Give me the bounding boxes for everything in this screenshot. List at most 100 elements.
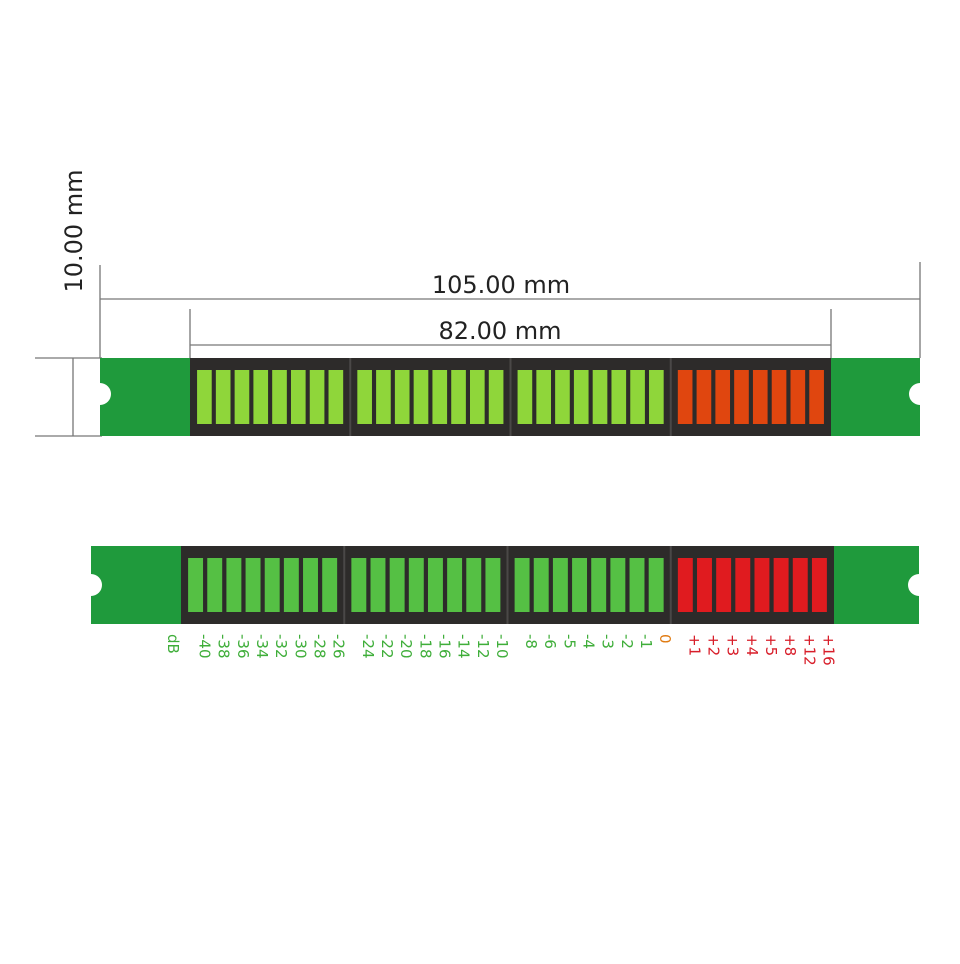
led-segment-green — [376, 370, 391, 424]
led-segment-red — [697, 558, 712, 612]
led-segment-green — [303, 558, 318, 612]
led-segment-green — [572, 558, 588, 612]
led-segment-red — [809, 370, 824, 424]
db-scale-label: -28 — [311, 634, 329, 659]
led-segment-green — [629, 558, 645, 612]
led-segment-green — [536, 370, 551, 424]
led-segment-green — [451, 370, 466, 424]
db-scale-label: -34 — [253, 634, 271, 659]
led-segment-green — [413, 370, 429, 424]
led-segment-red — [716, 558, 732, 612]
db-scale-label: +16 — [819, 634, 837, 666]
db-scale-label: -2 — [618, 634, 636, 649]
db-scale-labels: dB-40-38-36-34-32-30-28-26-24-22-20-18-1… — [164, 634, 837, 666]
db-scale-label: -32 — [272, 634, 290, 659]
db-scale-label: +12 — [800, 634, 818, 666]
db-scale-label: -4 — [580, 634, 598, 649]
led-segment-green — [611, 370, 627, 424]
db-scale-label: +1 — [685, 634, 703, 656]
display-width-dimension-label: 82.00 mm — [438, 317, 561, 345]
led-segment-green — [394, 370, 410, 424]
mounting-notch-left — [91, 574, 102, 596]
mounting-notch-right — [908, 574, 919, 596]
db-scale-label: -12 — [474, 634, 492, 659]
db-scale-label: +4 — [743, 634, 761, 656]
db-scale-label: +5 — [762, 634, 780, 656]
led-segment-red — [715, 370, 731, 424]
led-segment-green — [283, 558, 299, 612]
led-segments-top — [197, 358, 824, 436]
led-segment-green — [215, 370, 231, 424]
led-segment-red — [754, 558, 770, 612]
led-segment-green — [649, 370, 664, 424]
mounting-notch-left — [100, 383, 111, 405]
db-scale-label: -38 — [215, 634, 233, 659]
led-segment-green — [389, 558, 405, 612]
led-segment-green — [357, 370, 372, 424]
db-scale-label: -26 — [330, 634, 348, 659]
db-scale-label: -22 — [378, 634, 396, 659]
led-segment-green — [408, 558, 424, 612]
led-meter-labeled — [91, 546, 919, 624]
led-segment-green — [207, 558, 223, 612]
led-segment-green — [370, 558, 386, 612]
led-segment-red — [771, 370, 787, 424]
led-segment-green — [197, 370, 212, 424]
led-segment-green — [351, 558, 367, 612]
db-scale-label: -5 — [560, 634, 578, 649]
led-segment-green — [234, 370, 250, 424]
led-segment-green — [188, 558, 204, 612]
led-segment-green — [226, 558, 242, 612]
led-segment-green — [427, 558, 443, 612]
led-segment-green — [272, 370, 287, 424]
db-scale-label: +3 — [724, 634, 742, 656]
led-segment-green — [432, 370, 448, 424]
led-segment-green — [555, 370, 570, 424]
db-scale-label: -40 — [196, 634, 214, 659]
dimension-lines — [35, 262, 921, 437]
db-scale-label: -20 — [397, 634, 415, 659]
led-segment-green — [648, 558, 664, 612]
db-scale-label: -16 — [435, 634, 453, 659]
led-segment-green — [485, 558, 501, 612]
led-segment-green — [470, 370, 485, 424]
db-scale-label: -10 — [493, 634, 511, 659]
led-segment-red — [734, 370, 749, 424]
led-segment-green — [253, 370, 269, 424]
led-segment-red — [773, 558, 789, 612]
led-segment-red — [677, 558, 693, 612]
led-segment-green — [533, 558, 549, 612]
db-scale-label: +2 — [704, 634, 722, 656]
db-scale-label: -14 — [455, 634, 473, 659]
db-scale-label: -1 — [637, 634, 655, 649]
led-segment-green — [573, 370, 589, 424]
led-segment-green — [552, 558, 568, 612]
led-segment-green — [514, 558, 530, 612]
db-scale-label: -8 — [522, 634, 540, 649]
led-segment-green — [264, 558, 280, 612]
led-segment-green — [488, 370, 504, 424]
led-segment-green — [630, 370, 645, 424]
db-scale-label: -30 — [291, 634, 309, 659]
led-segment-green — [322, 558, 338, 612]
led-segments-bottom — [188, 546, 827, 624]
led-segment-green — [245, 558, 261, 612]
led-segment-green — [328, 370, 344, 424]
total-width-dimension-label: 105.00 mm — [432, 271, 570, 299]
mounting-notch-right — [909, 383, 920, 405]
led-meter-dimensioned — [100, 358, 920, 436]
led-segment-green — [517, 370, 533, 424]
led-segment-green — [592, 370, 608, 424]
db-scale-label: -24 — [359, 634, 377, 659]
led-segment-red — [696, 370, 712, 424]
led-segment-green — [309, 370, 325, 424]
led-segment-green — [290, 370, 306, 424]
led-segment-green — [466, 558, 482, 612]
led-segment-green — [610, 558, 626, 612]
db-scale-label: 0 — [656, 634, 674, 644]
db-unit-label: dB — [164, 634, 182, 654]
led-segment-red — [792, 558, 808, 612]
led-segment-red — [677, 370, 693, 424]
